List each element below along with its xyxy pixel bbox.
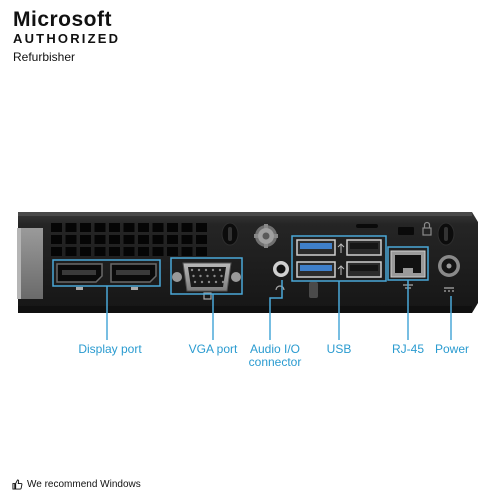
vga-callout-box xyxy=(170,257,243,295)
padlock-icon xyxy=(422,221,432,236)
usb-2-port-2[interactable] xyxy=(346,261,382,278)
audio-jack[interactable] xyxy=(273,261,289,277)
slot xyxy=(356,224,378,228)
footer-text: We recommend Windows xyxy=(27,479,141,490)
usb-symbol-icon xyxy=(337,243,345,275)
power-connector[interactable] xyxy=(438,255,460,277)
lock-slot-icon xyxy=(221,222,239,246)
displayport-1[interactable] xyxy=(56,263,103,283)
displayport-symbol-icon xyxy=(76,287,138,290)
footer-recommendation: We recommend Windows xyxy=(12,479,141,490)
audio-callout-line xyxy=(269,280,283,340)
callout-lines xyxy=(52,235,452,340)
callout-audio-line2: connector xyxy=(248,355,302,369)
lock-slot-right-icon xyxy=(437,222,455,246)
badge-caption: Refurbisher xyxy=(13,50,76,64)
thumbscrew-icon xyxy=(254,224,278,248)
security-slot xyxy=(398,227,414,235)
callout-usb: USB xyxy=(326,342,352,356)
thumbs-up-icon xyxy=(12,479,23,490)
badge-subtitle: AUTHORIZED xyxy=(13,31,121,46)
callout-audio: Audio I/O connector xyxy=(236,343,314,369)
latch xyxy=(309,282,318,298)
usb-3-port-2[interactable] xyxy=(296,261,336,278)
ventilation-grille xyxy=(51,223,207,256)
callout-power: Power xyxy=(434,342,469,356)
dc-power-symbol-icon xyxy=(444,287,454,292)
displayport-2[interactable] xyxy=(110,263,157,283)
microsoft-authorized-badge: Microsoft AUTHORIZED Refurbisher xyxy=(13,9,120,65)
vga-symbol-icon xyxy=(203,292,212,300)
callout-audio-line1: Audio I/O xyxy=(249,342,301,356)
usb-2-port-1[interactable] xyxy=(346,239,382,256)
usb-3-port-1[interactable] xyxy=(296,239,336,256)
badge-title: Microsoft xyxy=(13,8,112,31)
callout-vga-port: VGA port xyxy=(188,342,238,356)
callout-display-port: Display port xyxy=(78,342,142,356)
vga-connector[interactable] xyxy=(172,262,241,292)
callout-rj45: RJ-45 xyxy=(391,342,424,356)
rj45-ethernet-port[interactable] xyxy=(390,250,426,278)
headphone-symbol-icon xyxy=(275,285,285,291)
side-plate xyxy=(17,228,43,299)
